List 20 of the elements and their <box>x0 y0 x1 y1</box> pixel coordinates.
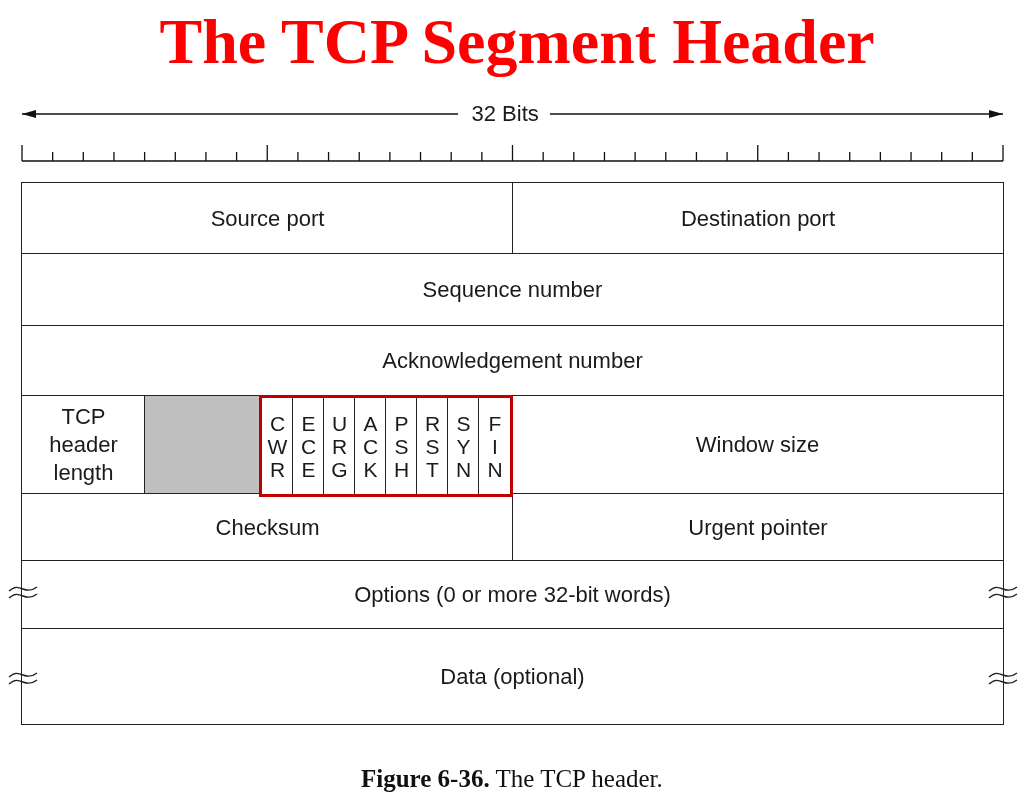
flag-bit-field: ECE <box>293 398 324 494</box>
flag-bit-field: PSH <box>386 398 417 494</box>
header-field: TCP header length <box>21 395 146 495</box>
flag-bit-field: SYN <box>448 398 479 494</box>
header-field: Data (optional) <box>21 628 1004 725</box>
header-field: Urgent pointer <box>512 493 1004 562</box>
header-field: Acknowledgement number <box>21 325 1004 397</box>
title: The TCP Segment Header <box>159 6 875 78</box>
header-field: Source port <box>21 182 514 255</box>
header-field: Destination port <box>512 182 1004 255</box>
flag-bit-field: CWR <box>262 398 293 494</box>
header-field: Options (0 or more 32-bit words) <box>21 560 1004 630</box>
header-field: Sequence number <box>21 253 1004 327</box>
flag-bit-field: RST <box>417 398 448 494</box>
shaded-field <box>144 395 261 495</box>
header-field: Window size <box>511 395 1004 495</box>
flag-bit-field: ACK <box>355 398 386 494</box>
highlight-frame <box>259 395 513 497</box>
flag-bit-field: URG <box>324 398 355 494</box>
figure-caption: Figure 6-36. The TCP header. <box>361 764 663 794</box>
